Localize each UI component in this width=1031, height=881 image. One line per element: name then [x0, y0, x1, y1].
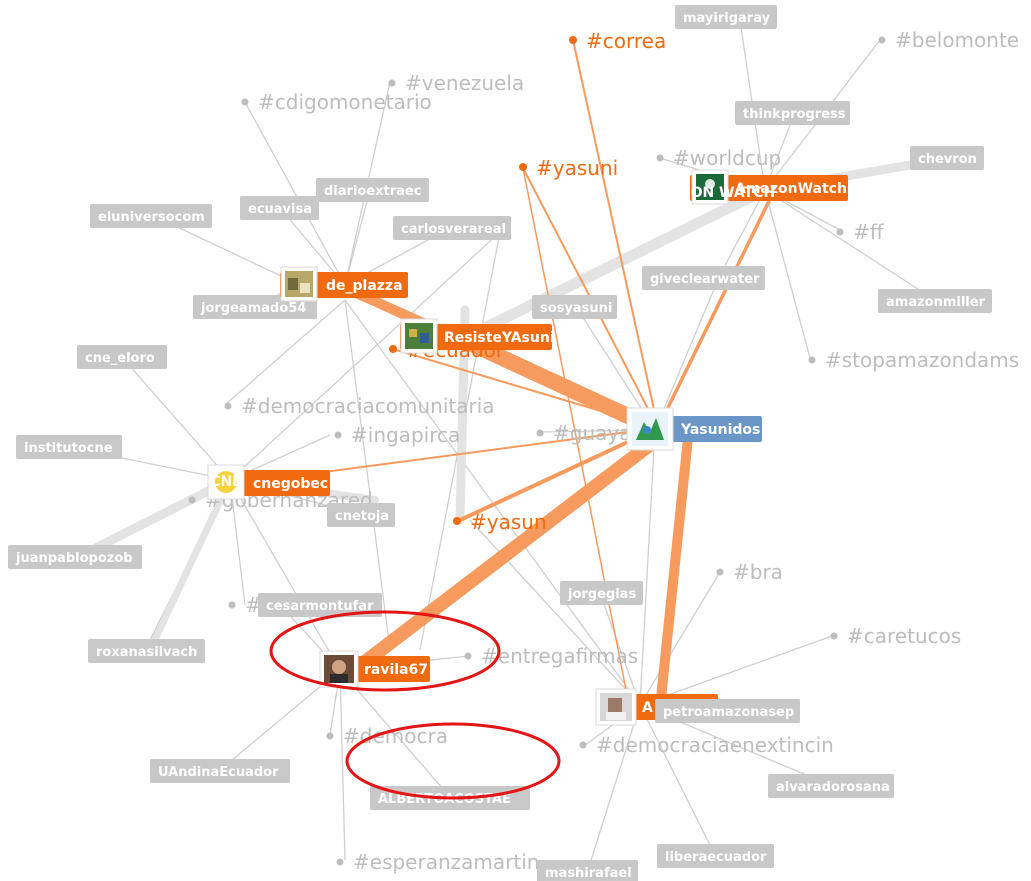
annotation-ring-ravila67	[269, 610, 501, 692]
svg-text:mashirafael: mashirafael	[545, 866, 632, 881]
hub-yasunidos[interactable]: Yasunidos	[626, 407, 762, 451]
user-juanpablopozob[interactable]: juanpablopozob	[8, 545, 142, 569]
svg-text:eluniversocom: eluniversocom	[98, 210, 205, 225]
svg-text:roxanasilvach: roxanasilvach	[96, 645, 197, 660]
user-petroamazonasep-overlay: petroamazonasep	[655, 699, 800, 723]
hashtag-worldcup: #worldcup	[656, 146, 781, 170]
svg-text:#venezuela: #venezuela	[405, 71, 524, 95]
user-eluniversocom[interactable]: eluniversocom	[90, 204, 212, 228]
svg-text:carlosverareal: carlosverareal	[401, 222, 506, 237]
user-mayirigaray[interactable]: mayirigaray	[675, 5, 777, 29]
hub-de-plazza[interactable]: de_plazza	[280, 266, 408, 302]
svg-text:alvaradorosana: alvaradorosana	[776, 780, 890, 795]
svg-text:cnegobec: cnegobec	[253, 476, 328, 492]
hashtag-ingapirca: #ingapirca	[334, 423, 460, 447]
svg-text:mayirigaray: mayirigaray	[683, 11, 771, 26]
user-roxanasilvach[interactable]: roxanasilvach	[88, 639, 205, 663]
hashtag-venezuela: #venezuela	[388, 71, 524, 95]
svg-text:#yasun: #yasun	[470, 510, 547, 534]
svg-text:UAndinaEcuador: UAndinaEcuador	[158, 765, 279, 780]
user-cne_eloro[interactable]: cne_eloro	[77, 345, 167, 369]
hashtag-entregafirmas: #entregafirmas	[464, 644, 638, 668]
svg-text:giveclearwater: giveclearwater	[650, 272, 760, 287]
hub-cnegobec[interactable]: CNE cnegobec	[207, 464, 330, 500]
user-institutocne[interactable]: institutocne	[16, 435, 122, 459]
svg-text:#caretucos: #caretucos	[847, 624, 961, 648]
user-alvaradorosana[interactable]: alvaradorosana	[768, 774, 894, 798]
svg-text:#bra: #bra	[733, 560, 783, 584]
svg-text:ravila67: ravila67	[364, 662, 428, 678]
svg-text:sosyasuni: sosyasuni	[540, 301, 612, 316]
svg-text:de_plazza: de_plazza	[326, 278, 403, 294]
user-amazonmiller[interactable]: amazonmiller	[878, 289, 992, 313]
amazonwatch-avatar-mark: AMAZON WATCH	[645, 185, 775, 201]
svg-text:institutocne: institutocne	[24, 441, 113, 456]
svg-text:#entregafirmas: #entregafirmas	[481, 644, 638, 668]
svg-text:#cdigomonetario: #cdigomonetario	[258, 90, 432, 114]
user-cesarmontufar[interactable]: cesarmontufar	[258, 593, 382, 617]
user-uandina[interactable]: UAndinaEcuador	[150, 759, 290, 783]
svg-text:jorgeamado54: jorgeamado54	[200, 301, 306, 316]
svg-text:diarioextraec: diarioextraec	[324, 184, 421, 199]
hashtag-caretucos: #caretucos	[830, 624, 961, 648]
svg-text:#stopamazondams: #stopamazondams	[825, 348, 1019, 372]
svg-text:A: A	[642, 700, 653, 716]
user-giveclearwater[interactable]: giveclearwater	[642, 266, 765, 290]
hashtag-belomonte: #belomonte	[878, 28, 1019, 52]
svg-text:thinkprogress: thinkprogress	[743, 107, 846, 122]
hashtag-stopamazondams: #stopamazondams	[808, 348, 1019, 372]
svg-text:ecuavisa: ecuavisa	[248, 202, 312, 217]
svg-text:jorgeglas: jorgeglas	[567, 587, 636, 602]
hashtag-esperanzamartin: #esperanzamartin	[336, 850, 539, 874]
annotation-ring-albertoacosta	[345, 722, 561, 800]
hashtag-bra: #bra	[716, 560, 783, 584]
user-diarioextraec[interactable]: diarioextraec	[316, 178, 429, 202]
cnegobec-avatar-mark: CNE	[210, 474, 242, 490]
hub-ravila67[interactable]: ravila67	[319, 650, 430, 688]
svg-text:cne_eloro: cne_eloro	[85, 351, 155, 366]
user-chevron[interactable]: chevron	[910, 146, 984, 170]
hashtag-yasun: #yasun	[453, 510, 547, 534]
svg-text:petroamazonasep: petroamazonasep	[663, 705, 794, 720]
cnegobec-avatar	[215, 471, 237, 493]
hashtag-ff: #ff	[836, 220, 885, 244]
orange-edges	[247, 39, 774, 713]
svg-text:amazonmiller: amazonmiller	[886, 295, 986, 310]
svg-text:#ff: #ff	[853, 220, 885, 244]
hashtag-democra: #democra	[326, 724, 448, 748]
svg-text:juanpablopozob: juanpablopozob	[15, 551, 133, 566]
user-liberaecuador[interactable]: liberaecuador	[657, 844, 774, 868]
svg-text:ResisteYAsuni: ResisteYAsuni	[444, 330, 555, 346]
svg-text:cnetoja: cnetoja	[335, 509, 389, 524]
svg-text:#democraciacomunitaria: #democraciacomunitaria	[241, 394, 495, 418]
user-mashirafael[interactable]: mashirafael	[537, 860, 638, 881]
user-ecuavisa[interactable]: ecuavisa	[240, 196, 319, 220]
svg-text:chevron: chevron	[918, 152, 977, 167]
svg-text:#ingapirca: #ingapirca	[351, 423, 460, 447]
hashtag-democraciaenextincin: #democraciaenextincin	[579, 733, 834, 757]
user-jorgeglas[interactable]: jorgeglas	[560, 581, 643, 605]
svg-text:liberaecuador: liberaecuador	[665, 850, 767, 865]
user-cnetoja[interactable]: cnetoja	[327, 503, 395, 527]
svg-text:cesarmontufar: cesarmontufar	[266, 599, 374, 614]
user-sosyasuni[interactable]: sosyasuni	[532, 295, 617, 319]
hashtag-cdigomonetario: #cdigomonetario	[241, 90, 432, 114]
user-thinkprogress[interactable]: thinkprogress	[735, 101, 850, 125]
hub-amazonwatch[interactable]: AMAZON WATCH AmazonWatch	[645, 169, 848, 205]
hashtag-democraciacomunitaria: #democraciacomunitaria	[224, 394, 495, 418]
svg-text:#worldcup: #worldcup	[673, 146, 781, 170]
svg-text:#esperanzamartin: #esperanzamartin	[353, 850, 539, 874]
svg-text:AmazonWatch: AmazonWatch	[735, 181, 847, 197]
svg-text:Yasunidos: Yasunidos	[680, 422, 760, 438]
svg-text:#belomonte: #belomonte	[895, 28, 1019, 52]
hashtag-yasuni: #yasuni	[519, 156, 618, 180]
hashtag-correa: #correa	[569, 29, 666, 53]
svg-text:#democraciaenextincin: #democraciaenextincin	[596, 733, 834, 757]
svg-text:#yasuni: #yasuni	[536, 156, 618, 180]
hub-resisteyasuni[interactable]: ResisteYAsuni	[400, 318, 555, 354]
user-carlosverareal[interactable]: carlosverareal	[393, 216, 511, 240]
svg-text:#correa: #correa	[586, 29, 666, 53]
